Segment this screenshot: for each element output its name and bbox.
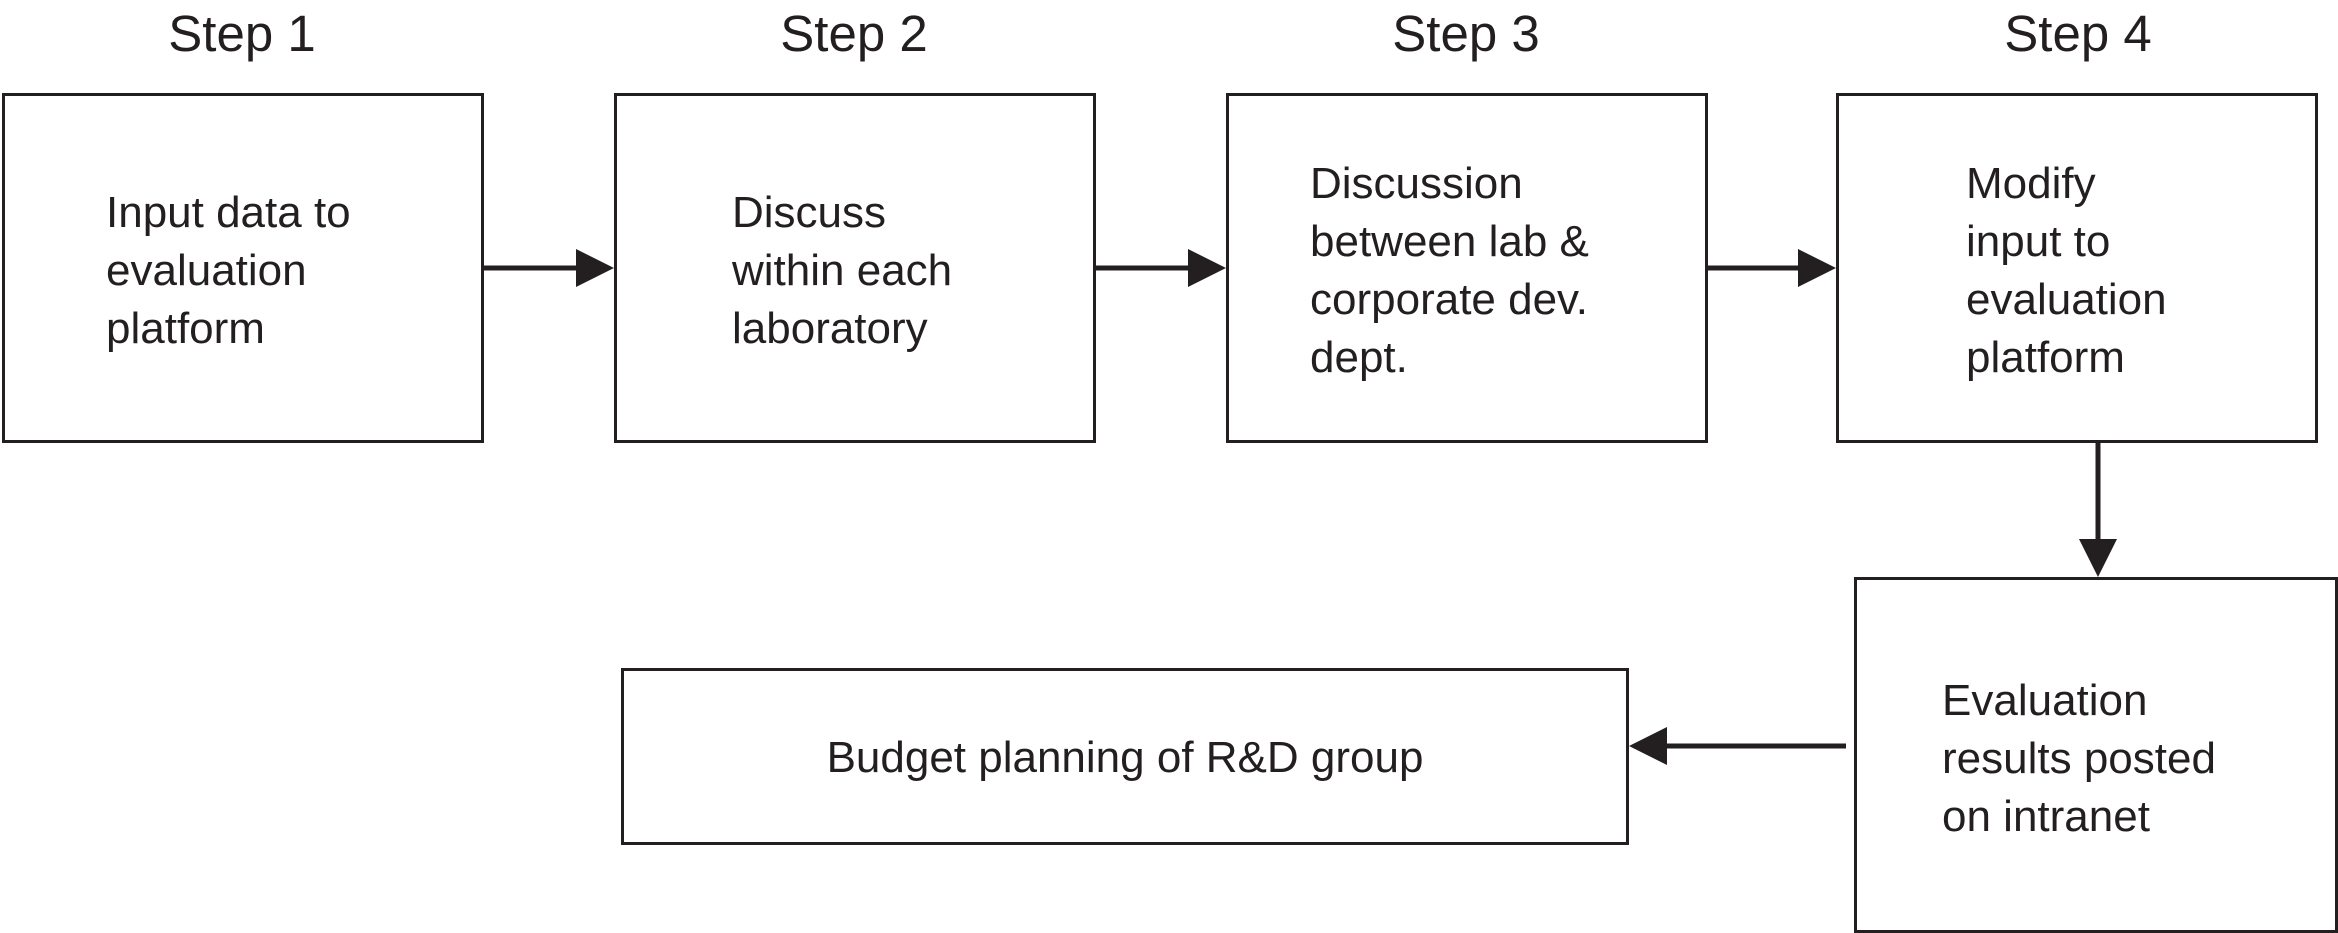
step-1-heading: Step 1: [168, 5, 316, 62]
step-3-heading: Step 3: [1392, 5, 1540, 62]
step-2-heading: Step 2: [780, 5, 928, 62]
budget-planning-box: Budget planning of R&D group: [621, 668, 1629, 845]
arrow-evaluation-to-budget-head: [1629, 727, 1667, 765]
step-2-text: Discuss within each laboratory: [732, 188, 953, 353]
arrow-step3-to-step4-head: [1798, 249, 1836, 287]
budget-planning-text: Budget planning of R&D group: [826, 733, 1424, 782]
step-3-box: Discussion between lab & corporate dev. …: [1226, 93, 1708, 443]
evaluation-results-text: Evaluation results posted on intranet: [1942, 676, 2216, 841]
step-4-text: Modify input to evaluation platform: [1966, 159, 2167, 382]
step-4-box: Modify input to evaluation platform: [1836, 93, 2318, 443]
evaluation-results-box: Evaluation results posted on intranet: [1854, 577, 2338, 933]
step-2-box: Discuss within each laboratory: [614, 93, 1096, 443]
step-4-heading: Step 4: [2004, 5, 2152, 62]
step-1-box: Input data to evaluation platform: [2, 93, 484, 443]
arrow-step2-to-step3-head: [1188, 249, 1226, 287]
step-1-text: Input data to evaluation platform: [106, 188, 351, 353]
step-3-text: Discussion between lab & corporate dev. …: [1310, 159, 1589, 382]
arrow-step4-to-evaluation-head: [2079, 539, 2117, 577]
arrow-step1-to-step2-head: [576, 249, 614, 287]
